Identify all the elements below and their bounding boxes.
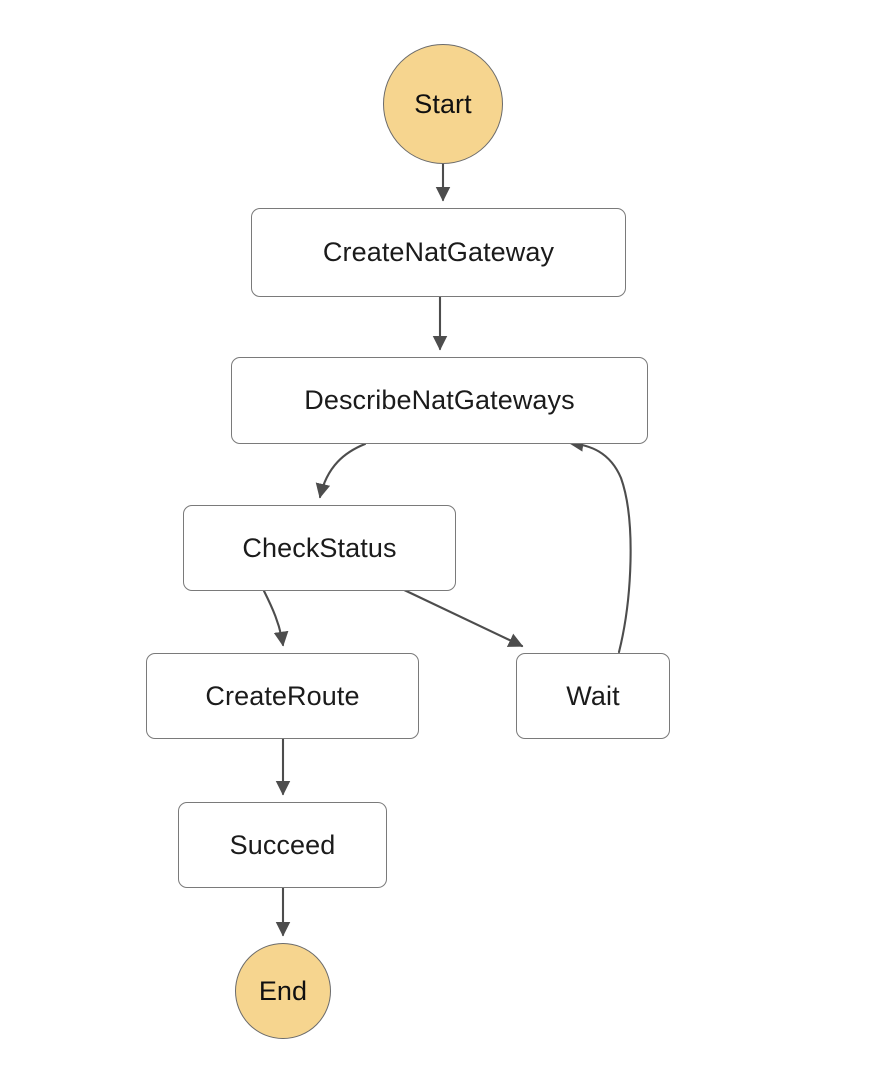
node-start[interactable]: Start xyxy=(383,44,503,164)
node-start-label: Start xyxy=(414,88,472,119)
node-create-route[interactable]: CreateRoute xyxy=(146,653,419,739)
edge-wait-to-describenatgateways xyxy=(568,437,632,654)
node-create-nat-gateway[interactable]: CreateNatGateway xyxy=(251,208,626,297)
node-create-route-label: CreateRoute xyxy=(205,680,360,711)
node-end[interactable]: End xyxy=(235,943,331,1039)
node-wait-label: Wait xyxy=(566,680,620,711)
edge-checkstatus-to-wait xyxy=(398,586,524,648)
node-check-status[interactable]: CheckStatus xyxy=(183,505,456,591)
node-succeed[interactable]: Succeed xyxy=(178,802,387,888)
node-create-nat-gateway-label: CreateNatGateway xyxy=(322,237,555,267)
node-describe-nat-gateways[interactable]: DescribeNatGateways xyxy=(231,357,648,444)
edge-checkstatus-to-createroute xyxy=(262,589,289,647)
node-end-label: End xyxy=(258,975,308,1006)
node-check-status-label: CheckStatus xyxy=(242,532,397,563)
node-succeed-label: Succeed xyxy=(229,829,336,860)
node-describe-nat-gateways-label: DescribeNatGateways xyxy=(304,385,575,415)
node-wait[interactable]: Wait xyxy=(516,653,670,739)
edge-describenatgateways-to-checkstatus xyxy=(315,442,367,499)
